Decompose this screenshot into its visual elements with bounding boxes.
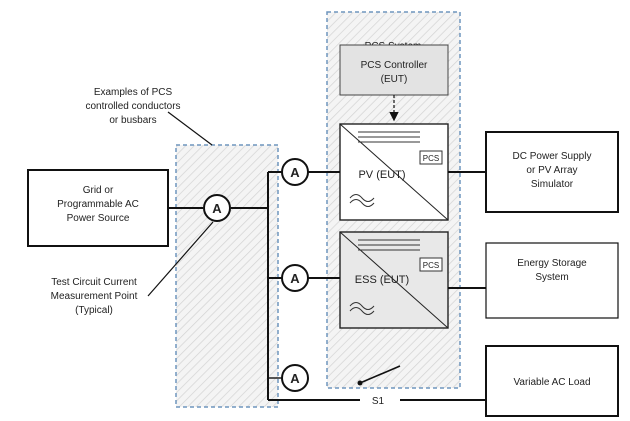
pcs-controller-label-line2: (EUT)	[381, 74, 408, 85]
ess-inverter-label: ESS (EUT)	[355, 274, 409, 286]
measurement-annotation-line1: Test Circuit Current	[51, 277, 137, 288]
dc-power-supply-line2: or PV Array	[526, 165, 577, 176]
pcs-controlled-conductor-region	[175, 144, 279, 408]
ammeter-source-symbol: A	[212, 201, 222, 216]
energy-storage-line1: Energy Storage	[517, 258, 587, 269]
conductors-annotation-line1: Examples of PCS	[94, 87, 173, 98]
ammeter-load-symbol: A	[290, 371, 300, 386]
ammeter-pv-symbol: A	[290, 165, 300, 180]
pv-pcs-badge	[419, 150, 443, 165]
measurement-annotation-line3: (Typical)	[75, 305, 113, 316]
energy-storage-line2: System	[535, 272, 568, 283]
measurement-annotation-leader	[147, 221, 214, 297]
variable-ac-load-label: Variable AC Load	[513, 377, 590, 388]
energy-storage-box	[485, 242, 619, 319]
ess-pcs-badge	[419, 257, 443, 272]
pv-ac-wave-icon	[349, 194, 375, 207]
pv-pcs-badge-text: PCS	[423, 154, 439, 163]
pcs-controller-box	[339, 44, 449, 96]
grid-source-line3: Power Source	[67, 213, 130, 224]
dc-power-supply-line1: DC Power Supply	[513, 151, 592, 162]
conductors-annotation-line3: or busbars	[109, 115, 156, 126]
ess-ac-wave-icon	[349, 302, 375, 315]
switch-s1-label: S1	[372, 396, 385, 407]
ammeter-load	[281, 364, 309, 392]
ammeter-pv	[281, 158, 309, 186]
measurement-annotation-line2: Measurement Point	[51, 291, 138, 302]
ammeter-ess	[281, 264, 309, 292]
dc-power-supply-box	[485, 131, 619, 213]
dc-power-supply-line3: Simulator	[531, 179, 574, 190]
grid-source-box	[27, 169, 169, 247]
ammeter-ess-symbol: A	[290, 271, 300, 286]
conductors-annotation-leader	[167, 111, 213, 146]
ammeter-source	[203, 194, 231, 222]
ess-inverter-block	[339, 231, 449, 329]
pcs-controller-label-line1: PCS Controller	[361, 60, 428, 71]
variable-ac-load-box	[485, 345, 619, 417]
grid-source-line2: Programmable AC	[57, 199, 139, 210]
switch-s1	[357, 365, 401, 386]
grid-source-line1: Grid or	[83, 185, 114, 196]
conductors-annotation-line2: controlled conductors	[85, 101, 180, 112]
pv-inverter-label: PV (EUT)	[358, 169, 405, 181]
ess-pcs-badge-text: PCS	[423, 261, 439, 270]
main-wiring	[168, 171, 486, 401]
